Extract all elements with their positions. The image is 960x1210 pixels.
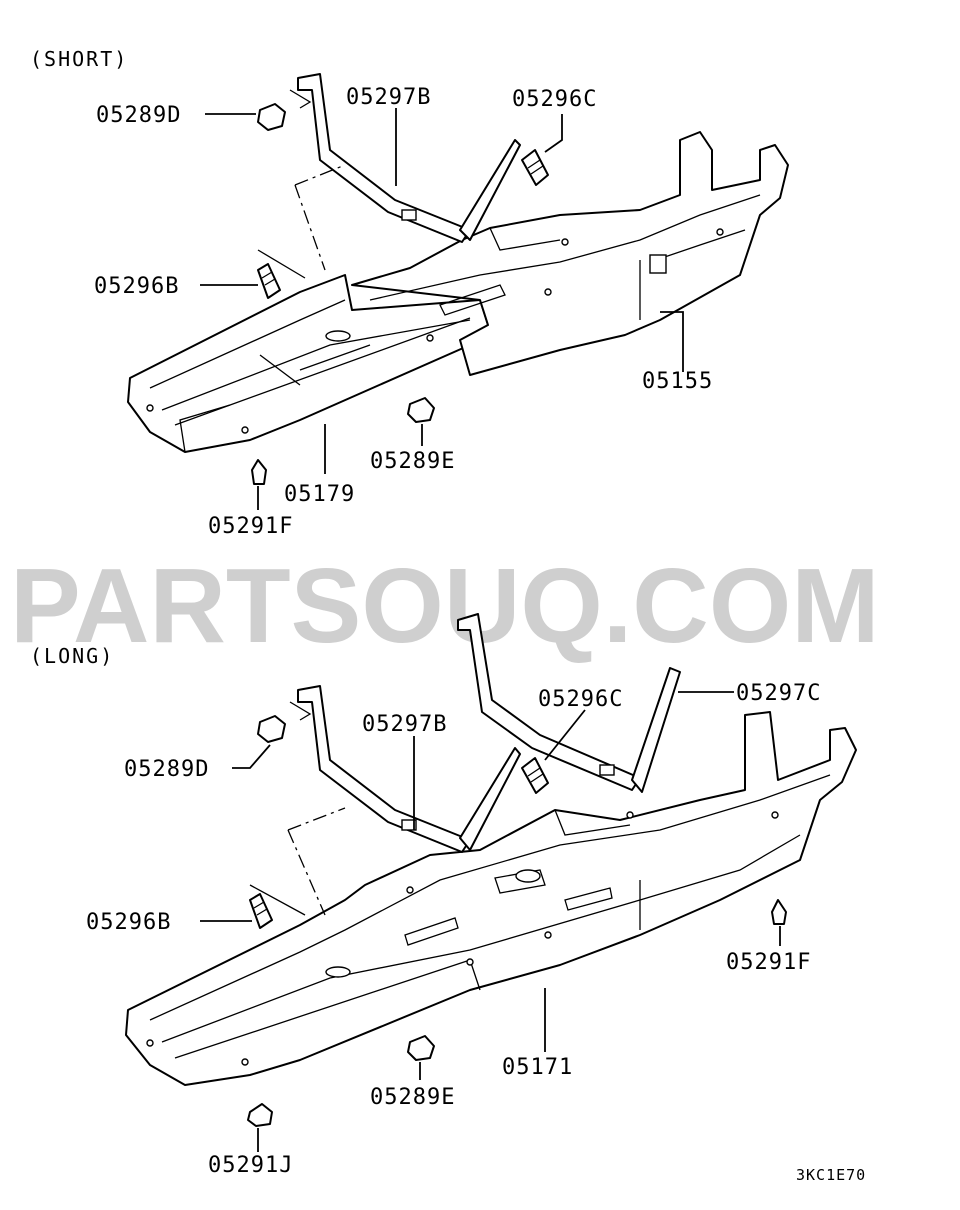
label-05291J: 05291J [208, 1153, 293, 1178]
bolt-05296B[interactable] [257, 263, 281, 299]
label-05297B-long: 05297B [362, 712, 447, 737]
bracket-05297B-long[interactable] [297, 685, 521, 853]
section-title-long: (LONG) [30, 644, 114, 668]
nut-05289D-long[interactable] [257, 701, 312, 743]
short-section: (SHORT) [30, 47, 789, 539]
nut-05289E[interactable] [407, 397, 435, 423]
label-05296B: 05296B [94, 274, 179, 299]
skid-plate-05155[interactable] [351, 131, 789, 376]
label-05297B: 05297B [346, 85, 431, 110]
clip-05291F-long[interactable] [771, 899, 787, 925]
skid-plate-05179[interactable] [127, 274, 489, 453]
clip-05291F[interactable] [251, 459, 267, 485]
label-05289E: 05289E [370, 449, 455, 474]
skid-plate-05171[interactable] [125, 711, 857, 1086]
long-section: (LONG) [30, 613, 857, 1178]
label-05297C: 05297C [736, 681, 821, 706]
label-05179: 05179 [284, 482, 355, 507]
bolt-05296B-long[interactable] [249, 893, 273, 929]
label-05171: 05171 [502, 1055, 573, 1080]
bracket-05297B[interactable] [297, 73, 521, 243]
nut-05289D[interactable] [257, 89, 312, 131]
bolt-05296C-long[interactable] [521, 757, 549, 794]
label-05291F: 05291F [208, 514, 293, 539]
label-05289E-long: 05289E [370, 1085, 455, 1110]
label-05296B-long: 05296B [86, 910, 171, 935]
diagram-code: 3KC1E70 [796, 1166, 866, 1184]
label-05155: 05155 [642, 369, 713, 394]
section-title-short: (SHORT) [30, 47, 128, 71]
label-05289D: 05289D [96, 103, 181, 128]
clip-05291J[interactable] [247, 1103, 273, 1127]
nut-05289E-long[interactable] [407, 1035, 435, 1061]
label-05291F-long: 05291F [726, 950, 811, 975]
label-05296C: 05296C [512, 87, 597, 112]
label-05296C-long: 05296C [538, 687, 623, 712]
label-05289D-long: 05289D [124, 757, 209, 782]
bolt-05296C[interactable] [521, 149, 549, 186]
watermark-text: PARTSOUQ.COM [10, 547, 880, 665]
